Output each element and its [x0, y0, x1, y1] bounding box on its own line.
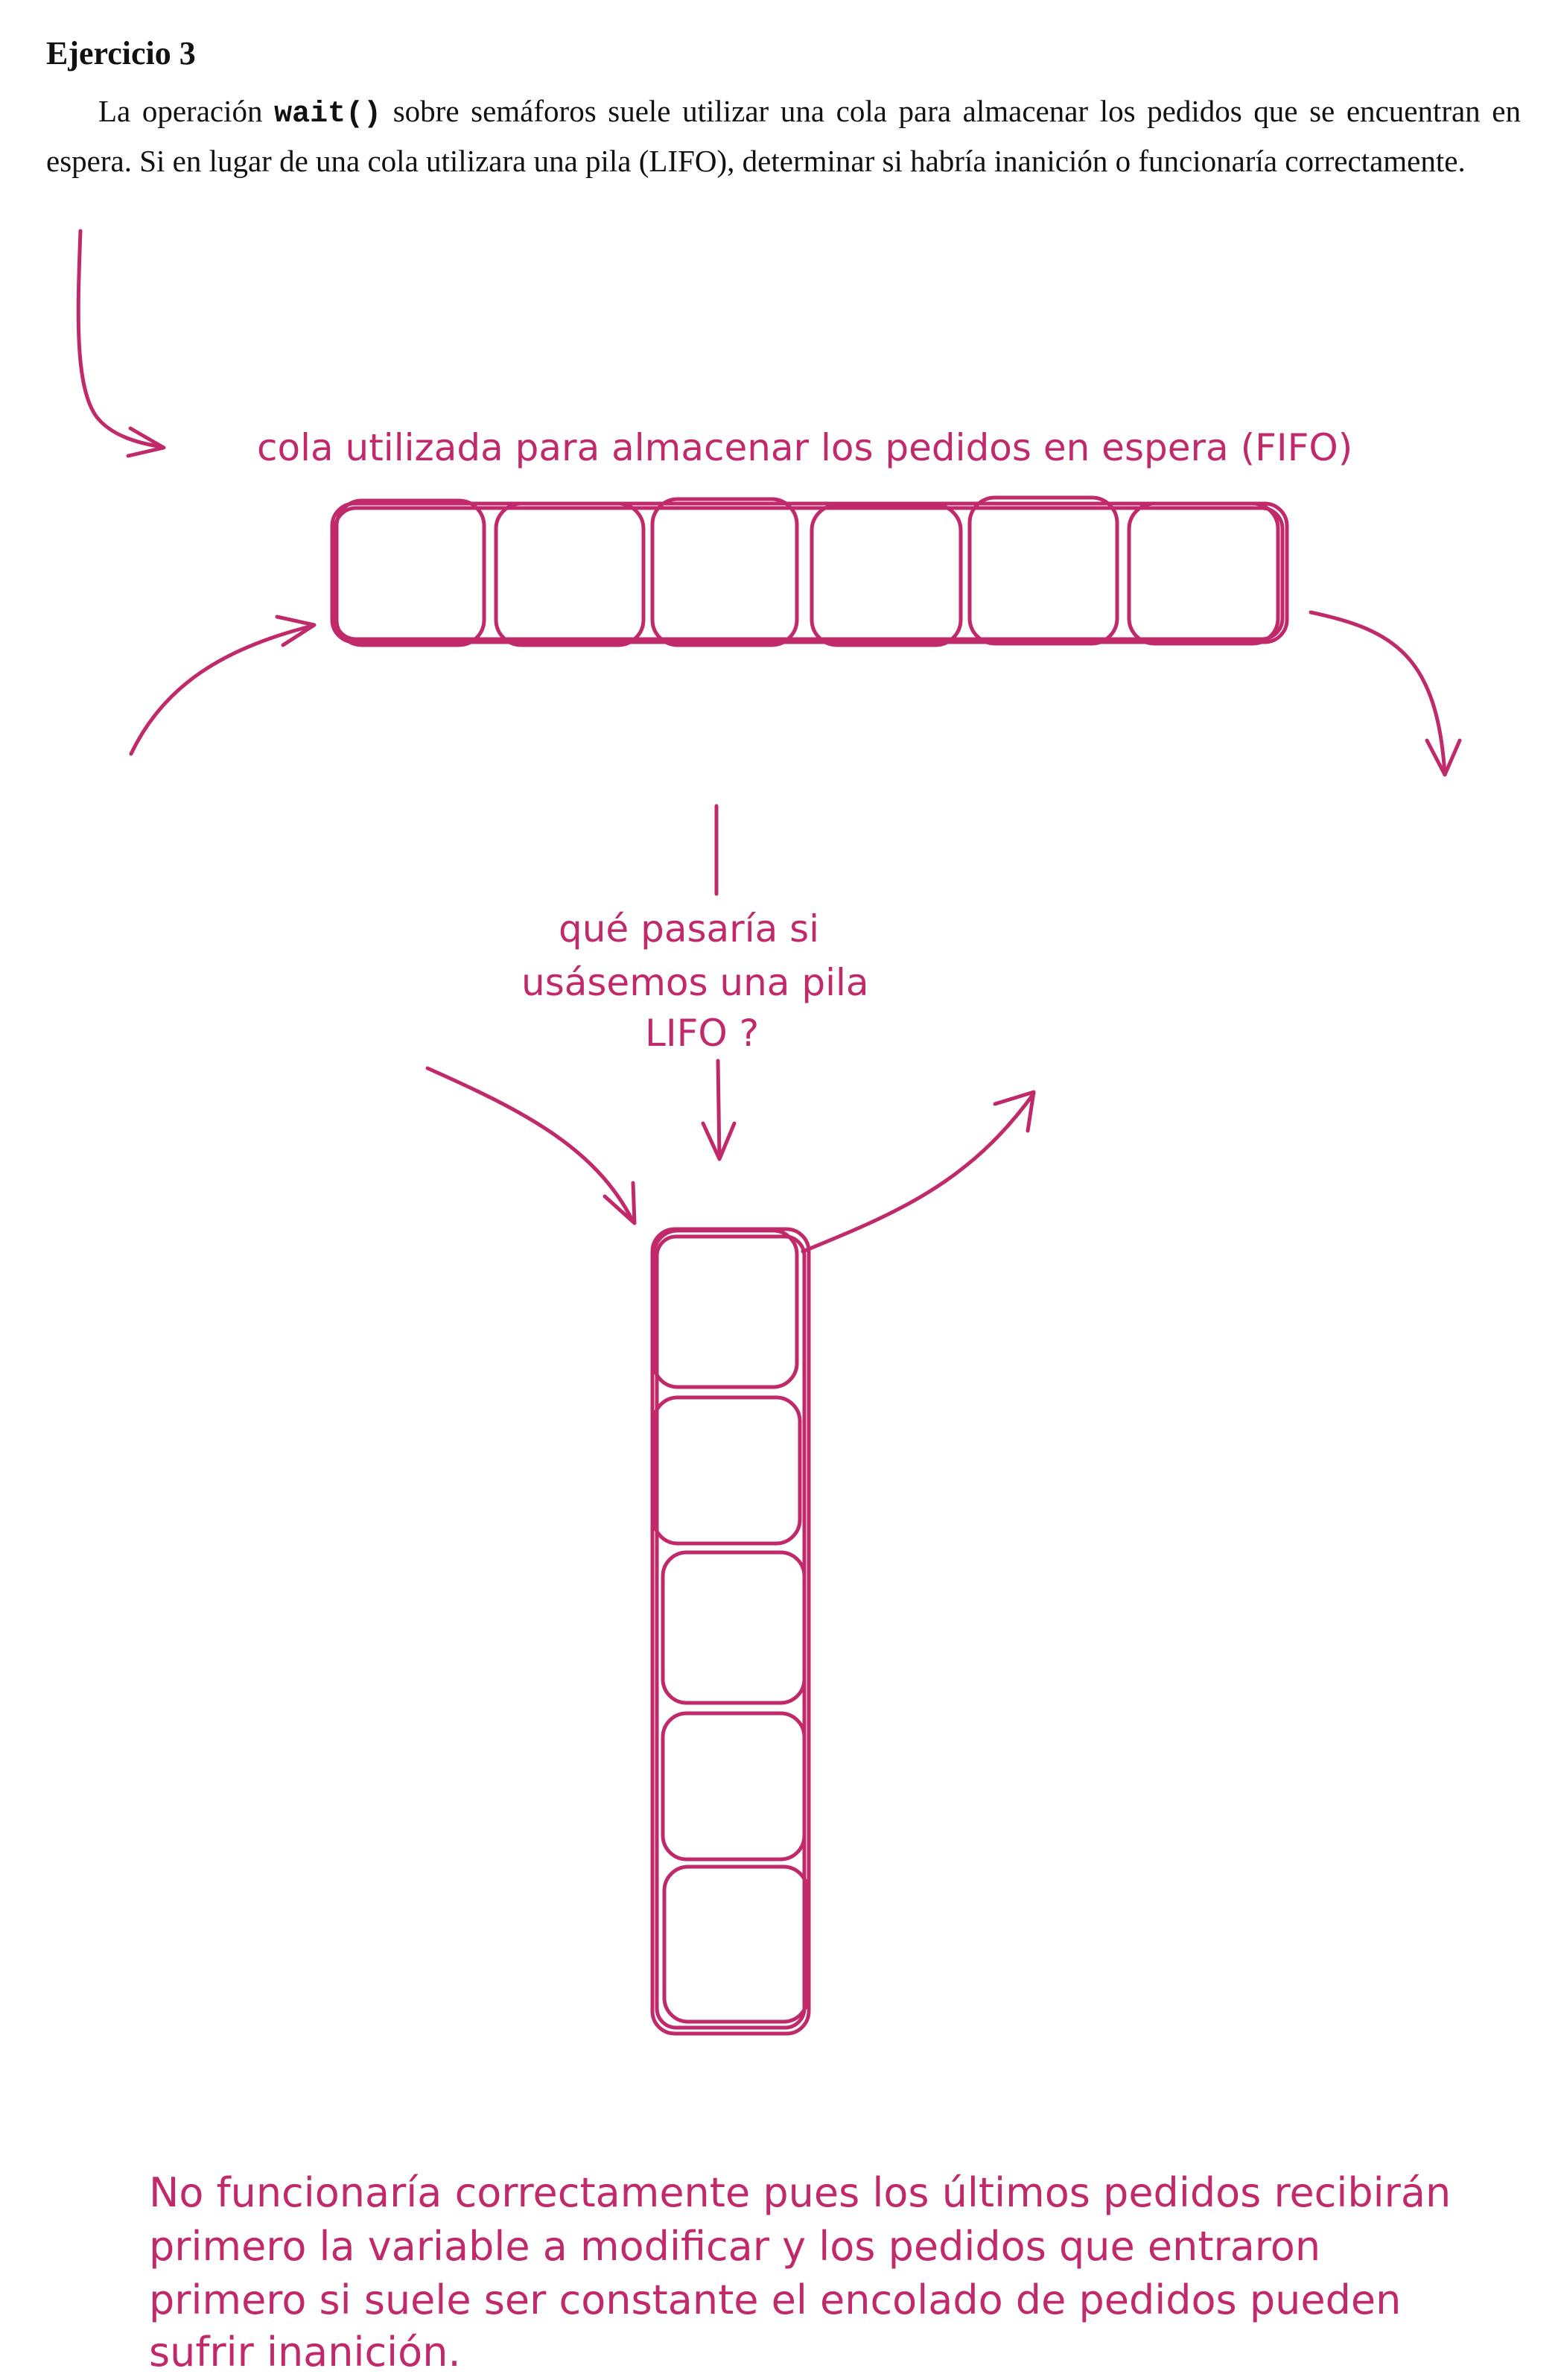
queue-label: cola utilizada para almacenar los pedido… [257, 426, 1352, 469]
queue-cell [967, 495, 1119, 646]
answer-line-2: primero la variable a modificar y los pe… [149, 2223, 1320, 2270]
statement-to-queue-arrow [76, 229, 166, 458]
question-line-1: qué pasaría si [559, 907, 819, 951]
queue-cell [1127, 501, 1280, 646]
stack-push-arrow [425, 1066, 637, 1225]
queue-cell [494, 501, 646, 647]
question-line-2: usásemos una pila [521, 961, 869, 1004]
stack-cell [661, 1711, 807, 1862]
stack-cell [662, 1865, 810, 2024]
stack-pop-arrow [801, 1090, 1036, 1254]
queue-output-arrow [1309, 610, 1462, 777]
statement-part-1: La operación [98, 94, 275, 128]
queue-cell [810, 503, 963, 647]
queue-container [330, 501, 1289, 644]
answer-line-3: primero si suele ser constante el encola… [149, 2276, 1401, 2323]
queue-cell [650, 497, 799, 647]
wait-code: wait() [274, 98, 382, 131]
answer-line-1: No funcionaría correctamente pues los úl… [149, 2169, 1451, 2216]
stack-cell [652, 1395, 802, 1546]
stack-cells [652, 1228, 810, 2024]
queue-input-arrow [129, 615, 317, 756]
queue-cells [334, 495, 1280, 647]
stack-cell [652, 1228, 799, 1389]
exercise-title: Ejercicio 3 [46, 35, 196, 72]
queue-cell [334, 498, 486, 647]
statement-part-2: sobre semáforos suele utilizar una cola … [46, 94, 1521, 178]
answer-line-4: sufrir inanición. [149, 2329, 461, 2376]
question-down-arrow [701, 1059, 737, 1161]
stack-cell [661, 1550, 807, 1705]
stack-container [650, 1227, 811, 2036]
exercise-statement: La operación wait() sobre semáforos suel… [46, 88, 1521, 184]
question-line-3: LIFO ? [645, 1012, 759, 1055]
